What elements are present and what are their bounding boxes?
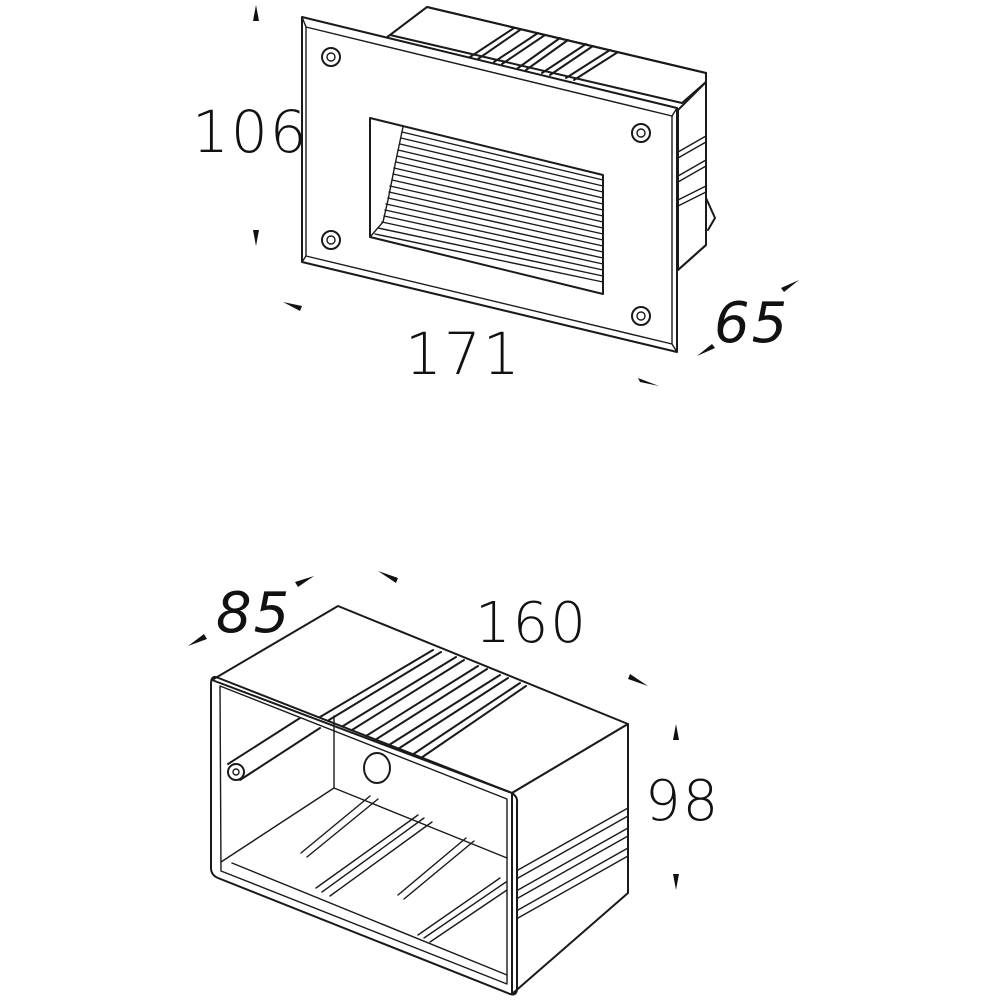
dim-arrow-icon	[673, 874, 679, 890]
mounting-box-drawing	[188, 571, 679, 996]
dim-arrow-icon	[283, 302, 302, 311]
cable-hole-icon	[363, 752, 391, 784]
louver-lines	[374, 131, 604, 283]
dim-arrow-icon	[781, 280, 799, 292]
fixture-drawing	[253, 5, 799, 386]
box-height-label: 98	[645, 769, 721, 834]
dim-arrow-icon	[188, 634, 207, 646]
dim-arrow-icon	[295, 576, 314, 587]
dim-arrow-icon	[638, 378, 659, 386]
screw-icon	[321, 47, 651, 326]
dim-arrow-icon	[253, 230, 259, 246]
dim-arrow-icon	[628, 674, 648, 686]
dim-arrow-icon	[697, 344, 715, 356]
rod	[227, 717, 321, 781]
box-top-ribs	[319, 649, 527, 759]
fixture-width-label: 171	[405, 320, 522, 388]
fixture-depth-label: 65	[714, 291, 790, 356]
box-depth-label: 85	[216, 581, 292, 646]
fixture-height-label: 106	[192, 98, 309, 166]
box-width-label: 160	[475, 591, 588, 656]
dim-arrow-icon	[253, 5, 259, 21]
dim-arrow-icon	[378, 571, 398, 583]
housing-side-ribs	[677, 135, 707, 207]
floor-rails	[300, 795, 508, 943]
box-side-ribs	[517, 807, 629, 919]
housing-top-ribs	[469, 27, 619, 81]
dim-arrow-icon	[673, 724, 679, 740]
